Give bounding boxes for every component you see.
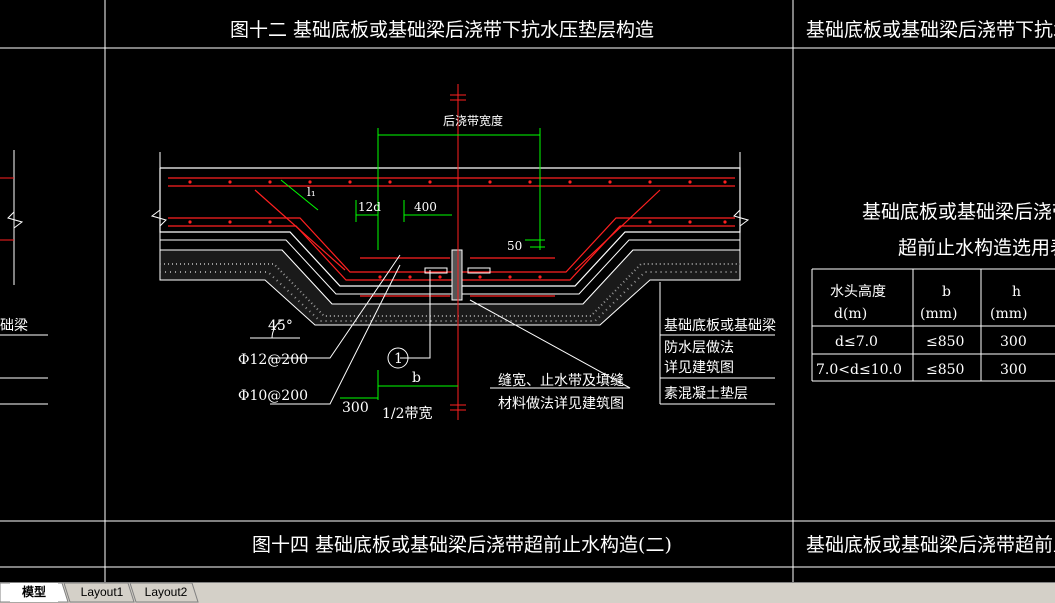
table-cell-1-1: ≤850: [926, 362, 964, 378]
slab-section: [150, 84, 775, 420]
table-title-line1: 基础底板或基础梁后浇带HJD: [862, 201, 1055, 223]
table-cell-1-2: 300: [1000, 362, 1027, 378]
dim-b-label: b: [412, 370, 421, 386]
table-title-line2: 超前止水构造选用表: [898, 237, 1055, 259]
rebar-phi10-label: Φ10@200: [238, 388, 308, 404]
table-header-1-line1: b: [942, 284, 951, 300]
rebar-phi12-label: Φ12@200: [238, 352, 308, 368]
tab-layout2[interactable]: Layout2: [144, 585, 188, 599]
model-space-viewport[interactable]: 图十二 基础底板或基础梁后浇带下抗水压垫层构造 基础底板或基础梁后浇带下抗水压垫…: [0, 0, 1055, 582]
selection-table-grid: [811, 268, 1055, 382]
layer-label-1: 基础底板或基础梁: [664, 317, 776, 334]
dim-400-label: 400: [414, 200, 437, 214]
band-width-label: 后浇带宽度: [443, 113, 503, 128]
selection-table: 水头高度 d(m) b (mm) h (mm) d≤7.0 ≤850 300 7…: [816, 283, 1027, 378]
tab-layout1[interactable]: Layout1: [80, 585, 124, 599]
angle-label: 45°: [268, 318, 293, 334]
left-member-label: 础梁: [0, 318, 28, 334]
dim-50-label: 50: [507, 239, 522, 253]
top-center-title: 图十二 基础底板或基础梁后浇带下抗水压垫层构造: [230, 19, 654, 41]
table-cell-0-2: 300: [1000, 334, 1027, 350]
left-partial-detail: [0, 150, 48, 405]
dim-300-label: 300: [342, 400, 369, 416]
top-right-title: 基础底板或基础梁后浇带下抗水压垫层构: [806, 19, 1055, 41]
table-header-1-line2: (mm): [920, 306, 957, 322]
layer-label-3: 详见建筑图: [664, 360, 734, 376]
half-width-label: 1/2带宽: [382, 405, 433, 422]
table-cell-0-0: d≤7.0: [835, 334, 878, 350]
table-header-0-line1: 水头高度: [830, 283, 886, 300]
table-cell-0-1: ≤850: [926, 334, 964, 350]
table-header-2-line1: h: [1012, 284, 1021, 300]
tab-model[interactable]: 模型: [10, 583, 58, 602]
layer-label-2: 防水层做法: [664, 340, 734, 356]
note-line-1: 缝宽、止水带及填缝: [498, 372, 624, 389]
table-header-0-line2: d(m): [834, 306, 867, 322]
layout-tab-bar: 模型 Layout1 Layout2: [0, 582, 1055, 603]
detail-marker: [387, 347, 409, 369]
left-rebar: [0, 177, 14, 241]
lap-length-label: l₁: [307, 185, 316, 199]
bottom-right-title: 基础底板或基础梁后浇带超前止水构造: [806, 534, 1055, 556]
layer-label-4: 素混凝土垫层: [664, 386, 748, 402]
detail-marker-number: 1: [394, 351, 403, 367]
table-cell-1-0: 7.0<d≤10.0: [816, 362, 902, 378]
cad-drawing: 图十二 基础底板或基础梁后浇带下抗水压垫层构造 基础底板或基础梁后浇带下抗水压垫…: [0, 0, 1055, 582]
note-line-2: 材料做法详见建筑图: [498, 396, 624, 412]
drawing-frame: [0, 0, 1055, 582]
dim-12d-label: 12d: [358, 200, 381, 214]
table-header-2-line2: (mm): [990, 306, 1027, 322]
bottom-center-title: 图十四 基础底板或基础梁后浇带超前止水构造(二): [252, 534, 672, 556]
